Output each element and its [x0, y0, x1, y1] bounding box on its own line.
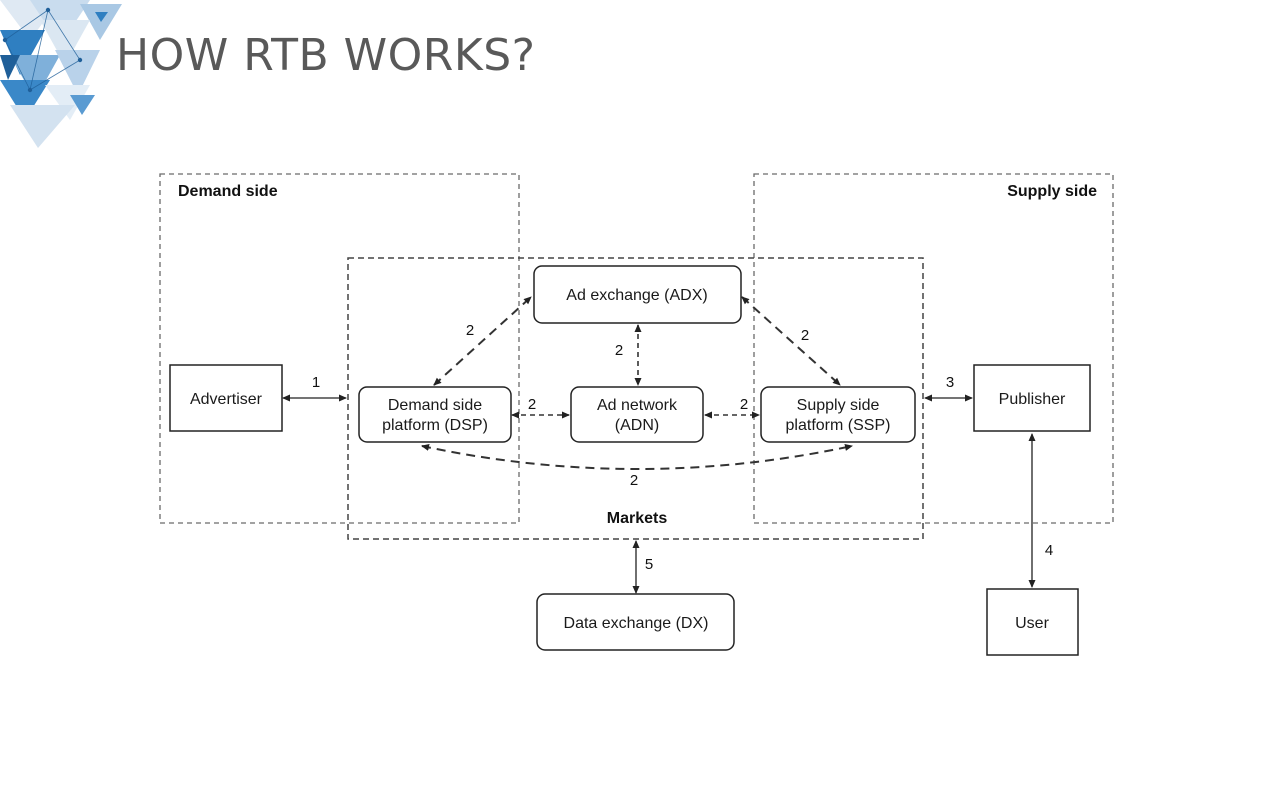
- node-ssp-label-line2: platform (SSP): [786, 417, 891, 434]
- edge-label-publisher-user: 4: [1045, 542, 1053, 559]
- edge-label-ssp-publisher: 3: [946, 374, 954, 391]
- decorative-triangles: [0, 0, 122, 148]
- edge-label-adx-adn: 2: [615, 342, 623, 359]
- node-dx: Data exchange (DX): [536, 593, 735, 651]
- demand-side-label: Demand side: [178, 183, 278, 200]
- node-dsp-label-line2: platform (DSP): [382, 417, 488, 434]
- markets-label: Markets: [607, 510, 668, 527]
- node-adn: Ad network (ADN): [570, 386, 704, 443]
- edge-label-dsp-ssp: 2: [630, 472, 638, 489]
- slide-title: HOW RTB WORKS?: [116, 30, 536, 81]
- supply-side-label: Supply side: [1007, 183, 1097, 200]
- demand-side-zone: [159, 173, 520, 524]
- node-advertiser-label: Advertiser: [190, 391, 263, 408]
- node-user: User: [986, 588, 1079, 656]
- edge-label-markets-dx: 5: [645, 556, 653, 573]
- edge-label-adn-ssp: 2: [740, 396, 748, 413]
- node-adn-label-line1: Ad network: [597, 397, 678, 414]
- edge-dsp-ssp: [421, 444, 853, 470]
- node-dsp-label-line1: Demand side: [388, 397, 482, 414]
- node-adx-label: Ad exchange (ADX): [566, 287, 707, 304]
- edge-label-adx-ssp: 2: [801, 327, 809, 344]
- node-publisher-label: Publisher: [999, 391, 1066, 408]
- node-ssp-label-line1: Supply side: [797, 397, 880, 414]
- markets-zone: [347, 257, 924, 540]
- node-adx: Ad exchange (ADX): [533, 265, 742, 324]
- node-publisher: Publisher: [973, 364, 1091, 432]
- edge-adx-ssp: [741, 296, 841, 386]
- supply-side-zone: [753, 173, 1114, 524]
- node-ssp: Supply side platform (SSP): [760, 386, 916, 443]
- node-dsp: Demand side platform (DSP): [358, 386, 512, 443]
- node-dx-label: Data exchange (DX): [564, 615, 709, 632]
- edge-dsp-adx: [433, 296, 532, 386]
- edge-label-advertiser-dsp: 1: [312, 374, 320, 391]
- node-adn-label-line2: (ADN): [615, 417, 659, 434]
- edge-label-dsp-adn: 2: [528, 396, 536, 413]
- node-user-label: User: [1015, 615, 1049, 632]
- node-advertiser: Advertiser: [169, 364, 283, 432]
- edge-label-dsp-adx: 2: [466, 322, 474, 339]
